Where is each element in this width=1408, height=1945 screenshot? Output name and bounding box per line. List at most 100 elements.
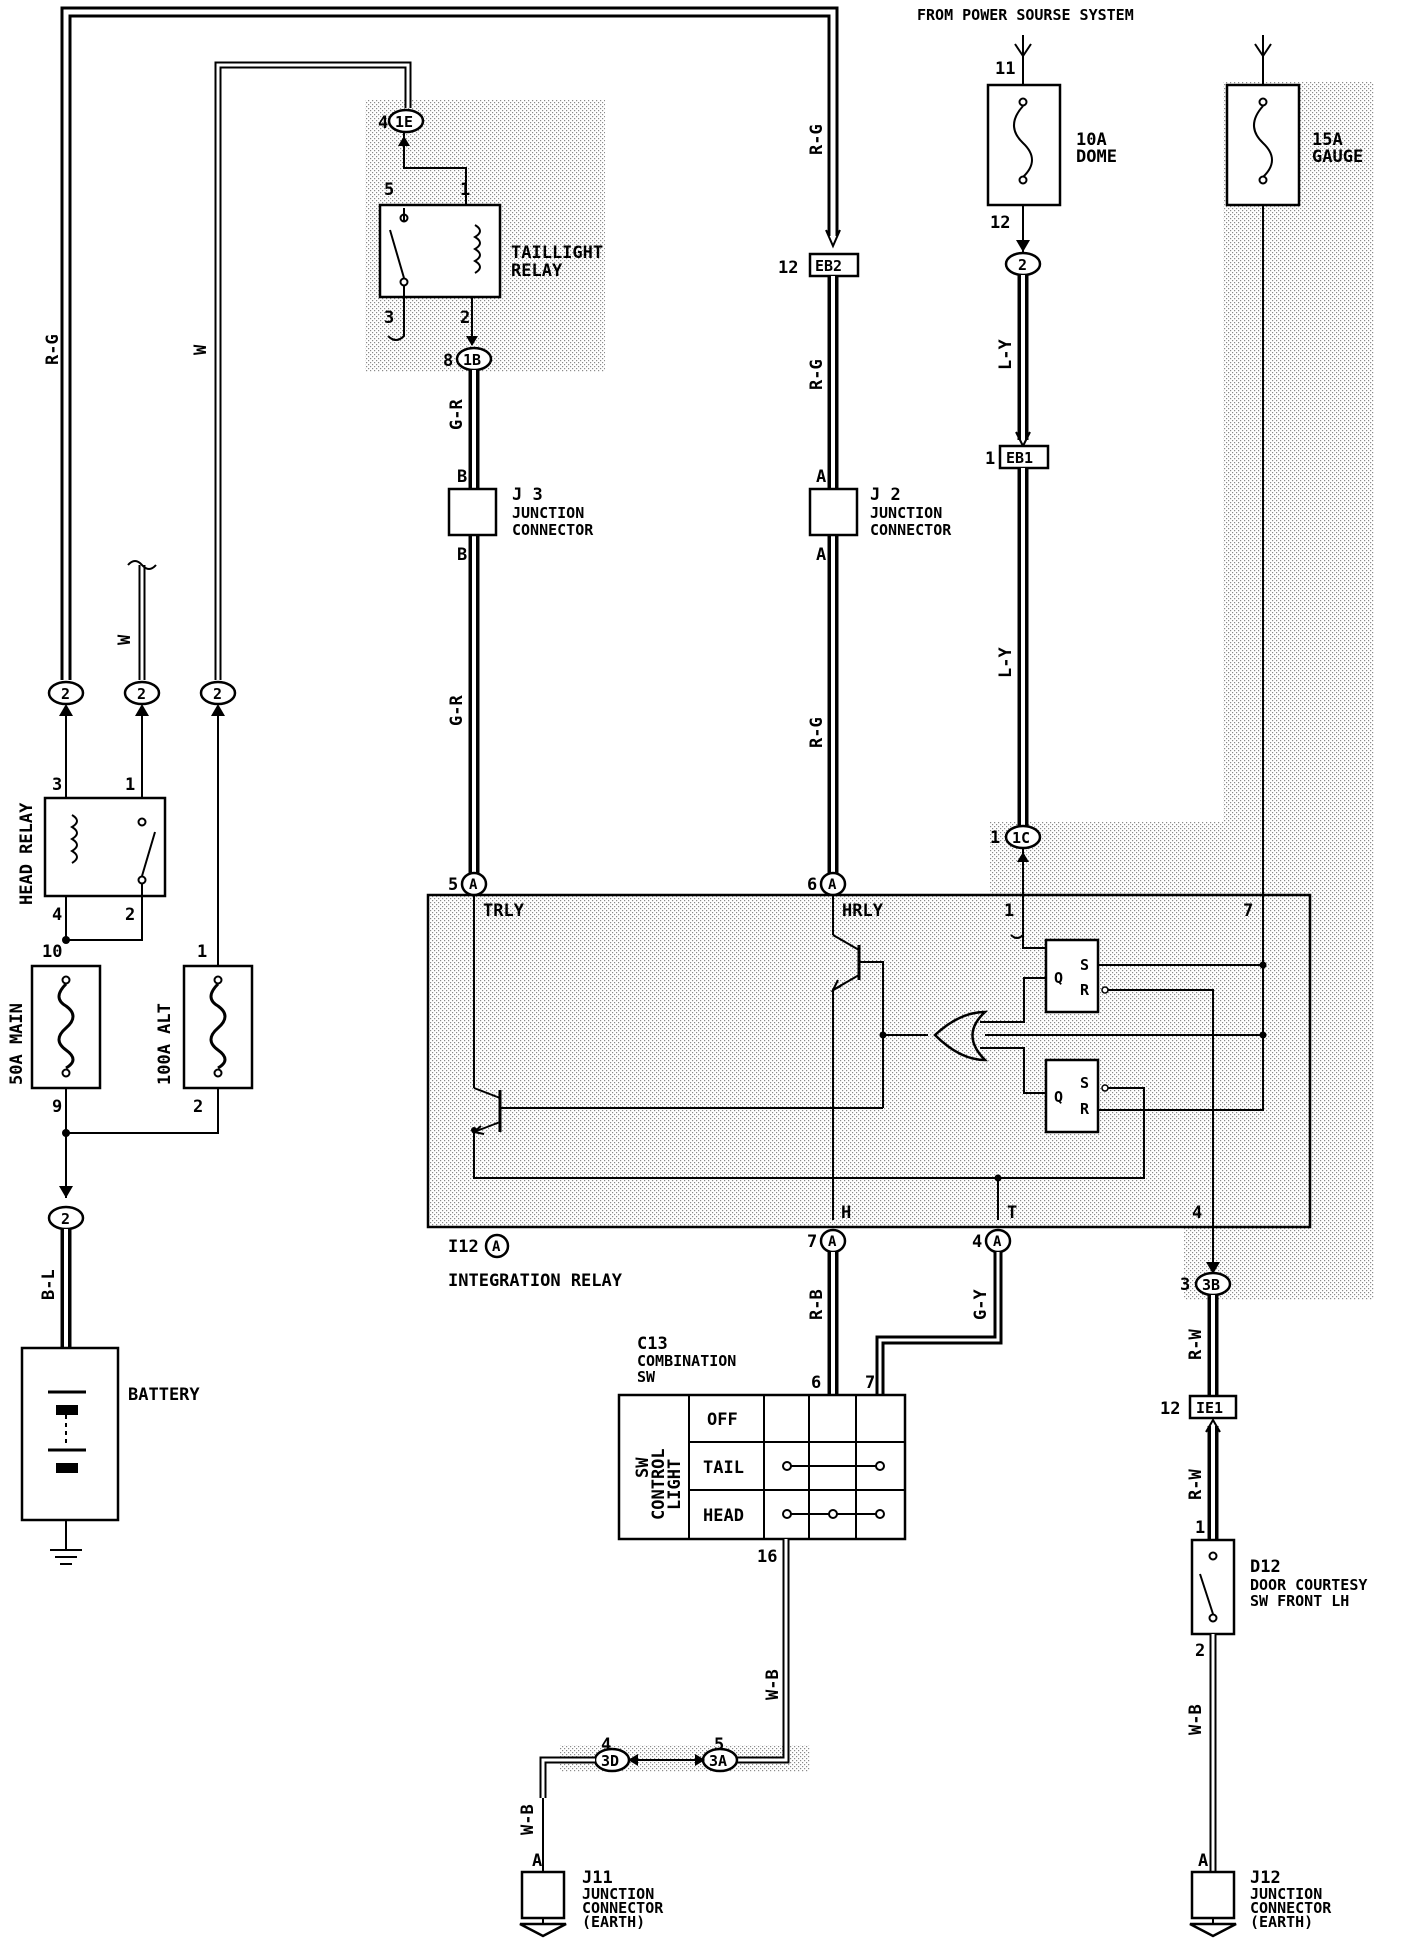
svg-text:5: 5 bbox=[714, 1735, 724, 1755]
taillight-pin1: 1 bbox=[460, 180, 470, 200]
svg-text:12: 12 bbox=[778, 258, 798, 278]
battery-label: BATTERY bbox=[128, 1385, 200, 1405]
ir-h-label: H bbox=[841, 1203, 851, 1223]
svg-text:8: 8 bbox=[443, 351, 453, 371]
svg-text:EB2: EB2 bbox=[815, 257, 842, 275]
svg-text:J12: J12 bbox=[1250, 1868, 1281, 1888]
trly-label: TRLY bbox=[483, 901, 525, 921]
svg-text:A: A bbox=[816, 545, 826, 565]
svg-text:4: 4 bbox=[972, 1232, 982, 1252]
flipflop-bottom bbox=[1044, 1058, 1100, 1134]
svg-text:IE1: IE1 bbox=[1196, 1399, 1223, 1417]
connector-2-c: 2 bbox=[199, 680, 237, 706]
svg-text:J 3: J 3 bbox=[512, 485, 543, 505]
wire-label-rg-mid: R-G bbox=[807, 359, 827, 390]
c13-pin16: 16 bbox=[757, 1547, 777, 1567]
svg-text:6: 6 bbox=[807, 875, 817, 895]
svg-text:I12: I12 bbox=[448, 1237, 479, 1257]
wire-label-w-long: W bbox=[191, 344, 211, 355]
head-relay-pin1: 1 bbox=[125, 775, 135, 795]
svg-text:1: 1 bbox=[1195, 1518, 1205, 1538]
ir-t-label: T bbox=[1007, 1203, 1017, 1223]
svg-text:4: 4 bbox=[601, 1735, 611, 1755]
svg-text:D12: D12 bbox=[1250, 1557, 1281, 1577]
main-fuse-label: 50A MAIN bbox=[7, 1003, 27, 1085]
svg-text:1C: 1C bbox=[1012, 829, 1030, 847]
svg-text:5: 5 bbox=[448, 875, 458, 895]
connector-IE1: 12 IE1 bbox=[1160, 1394, 1238, 1420]
head-relay-box bbox=[43, 796, 167, 898]
svg-text:3B: 3B bbox=[1202, 1276, 1220, 1294]
taillight-relay-label-1: TAILLIGHT bbox=[511, 243, 603, 263]
connector-EB1: 1 EB1 bbox=[985, 444, 1050, 470]
head-relay-pin4: 4 bbox=[52, 905, 62, 925]
svg-text:A: A bbox=[993, 1234, 1002, 1250]
svg-text:3: 3 bbox=[1180, 1275, 1190, 1295]
head-relay-pin3: 3 bbox=[52, 775, 62, 795]
svg-text:SW: SW bbox=[637, 1368, 656, 1386]
svg-text:12: 12 bbox=[1160, 1399, 1180, 1419]
gauge-fuse-label-1: 15A bbox=[1312, 130, 1343, 150]
taillight-pin3: 3 bbox=[384, 308, 394, 328]
c13-pin7: 7 bbox=[865, 1373, 875, 1393]
ir-pin7-label: 7 bbox=[1243, 901, 1253, 921]
connector-A6: 6 A bbox=[807, 871, 847, 897]
svg-text:A: A bbox=[828, 1234, 837, 1250]
head-relay-label: HEAD RELAY bbox=[17, 802, 37, 905]
junction-J11: A J11 JUNCTION CONNECTOR (EARTH) bbox=[520, 1851, 664, 1931]
dome-pin-in: 11 bbox=[995, 59, 1015, 79]
gauge-shade bbox=[990, 82, 1374, 1300]
svg-text:SW FRONT LH: SW FRONT LH bbox=[1250, 1592, 1349, 1610]
connector-2-b: 2 bbox=[123, 680, 161, 706]
svg-text:R: R bbox=[1080, 1100, 1090, 1118]
svg-text:A: A bbox=[492, 1239, 501, 1255]
main-fuse-pin-bottom: 9 bbox=[52, 1097, 62, 1117]
svg-text:1E: 1E bbox=[395, 113, 413, 131]
wire-label-gy: G-Y bbox=[971, 1289, 991, 1320]
alt-fuse-label: 100A ALT bbox=[155, 1003, 175, 1085]
wire-label-w-short: W bbox=[115, 634, 135, 645]
svg-text:EB1: EB1 bbox=[1006, 449, 1033, 467]
connector-A7: 7 A bbox=[807, 1228, 847, 1254]
svg-text:(EARTH): (EARTH) bbox=[1250, 1913, 1313, 1931]
wire-label-gr-top: G-R bbox=[447, 399, 467, 430]
svg-text:1B: 1B bbox=[463, 351, 481, 369]
svg-text:B: B bbox=[457, 545, 467, 565]
svg-text:(EARTH): (EARTH) bbox=[582, 1913, 645, 1931]
c13-side-2: CONTROL bbox=[649, 1448, 669, 1520]
connector-EB2: 12 EB2 bbox=[778, 252, 860, 278]
integration-relay-body bbox=[428, 895, 1310, 1227]
taillight-relay-box bbox=[378, 203, 502, 299]
c13-side-3: SW bbox=[633, 1457, 653, 1478]
c13-side-1: LIGHT bbox=[665, 1459, 685, 1510]
ir-pin4-label: 4 bbox=[1192, 1203, 1202, 1223]
power-source-label: FROM POWER SOURSE SYSTEM bbox=[917, 6, 1134, 24]
svg-text:3A: 3A bbox=[709, 1752, 727, 1770]
svg-text:COMBINATION: COMBINATION bbox=[637, 1352, 736, 1370]
svg-text:A: A bbox=[469, 877, 478, 893]
svg-text:CONNECTOR: CONNECTOR bbox=[512, 521, 594, 539]
taillight-pin5: 5 bbox=[384, 180, 394, 200]
junction-J3: B B J 3 JUNCTION CONNECTOR bbox=[447, 467, 594, 565]
taillight-relay-label-2: RELAY bbox=[511, 261, 563, 281]
junction-J12: A J12 JUNCTION CONNECTOR (EARTH) bbox=[1190, 1851, 1332, 1931]
svg-text:1: 1 bbox=[985, 449, 995, 469]
connector-2-battery: 2 bbox=[47, 1205, 85, 1231]
ground-BM bbox=[1189, 1922, 1237, 1938]
taillight-pin2: 2 bbox=[460, 308, 470, 328]
wire-label-rb: R-B bbox=[807, 1289, 827, 1320]
wire-label-rg-left: R-G bbox=[43, 334, 63, 365]
junction-J2: A A J 2 JUNCTION CONNECTOR bbox=[808, 467, 952, 565]
wire-label-rw-bottom: R-W bbox=[1186, 1469, 1206, 1500]
wire-label-bl: B-L bbox=[39, 1269, 59, 1300]
main-fuse-pin-top: 10 bbox=[42, 942, 62, 962]
c13-pin6: 6 bbox=[811, 1373, 821, 1393]
integration-relay-border bbox=[426, 893, 1312, 1229]
svg-text:R: R bbox=[1080, 981, 1090, 999]
svg-text:CONNECTOR: CONNECTOR bbox=[582, 1899, 664, 1917]
alt-fuse-pin-top: 1 bbox=[197, 942, 207, 962]
svg-text:2: 2 bbox=[213, 685, 222, 703]
svg-text:B: B bbox=[457, 467, 467, 487]
wire-label-wb-c13: W-B bbox=[763, 1669, 783, 1700]
